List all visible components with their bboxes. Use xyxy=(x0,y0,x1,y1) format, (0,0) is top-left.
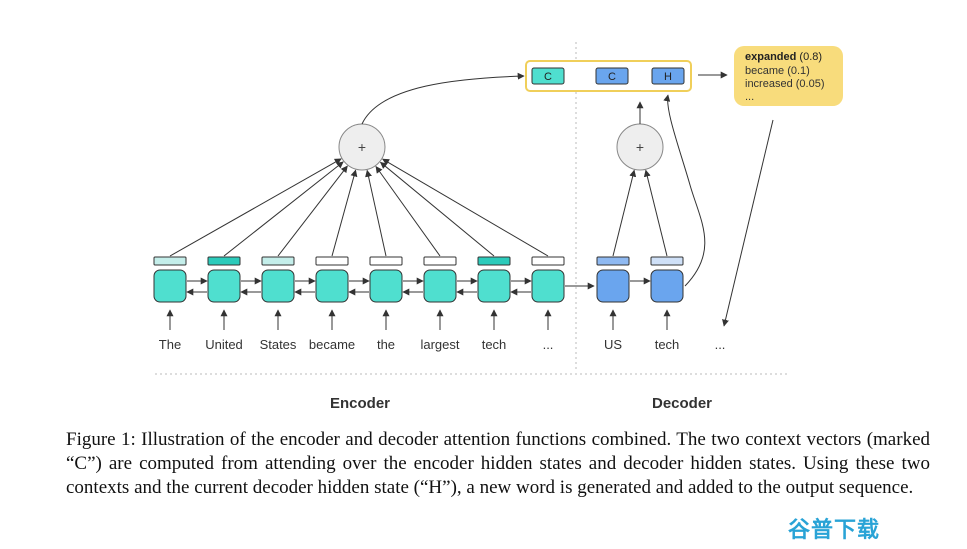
encoder-attention-arrow-2 xyxy=(223,161,344,257)
decoder-attention-arrow-2 xyxy=(643,169,668,257)
encoder-hidden-cell-8 xyxy=(531,269,565,303)
encoder-attention-arrow-3 xyxy=(277,165,348,257)
encoder-token-7: tech xyxy=(482,337,507,352)
encoder-attention-weight-8 xyxy=(531,256,565,266)
encoder-hidden-cell-6 xyxy=(423,269,457,303)
encoder-hidden-cell-3 xyxy=(261,269,295,303)
output-vector-label-2: C xyxy=(608,71,616,83)
decoder-token-3: ... xyxy=(715,337,726,352)
encoder-hidden-cell-2 xyxy=(207,269,241,303)
decoder-attention-weight-1 xyxy=(596,256,630,266)
encoder-attention-arrow-7 xyxy=(379,161,495,257)
decoder-hidden-cell-1 xyxy=(596,269,630,303)
encoder-context-arrow xyxy=(361,72,525,125)
encoder-attention-weight-3 xyxy=(261,256,295,266)
encoder-attention-weight-6 xyxy=(423,256,457,266)
prediction-top-prob: (0.8) xyxy=(796,51,822,63)
encoder-hidden-cell-4 xyxy=(315,269,349,303)
encoder-hidden-cell-5 xyxy=(369,269,403,303)
prediction-item-2: increased (0.05) xyxy=(745,78,825,90)
encoder-combine-symbol: + xyxy=(358,139,366,155)
prediction-item-1: became (0.1) xyxy=(745,65,810,77)
output-vector-label-3: H xyxy=(664,71,672,83)
decoder-token-2: tech xyxy=(655,337,680,352)
prediction-box xyxy=(734,46,843,106)
encoder-attention-weight-1 xyxy=(153,256,187,266)
encoder-token-2: United xyxy=(205,337,243,352)
encoder-hidden-cell-7 xyxy=(477,269,511,303)
encoder-token-1: The xyxy=(159,337,181,352)
decoder-hidden-cell-2 xyxy=(650,269,684,303)
encoder-attention-arrow-1 xyxy=(169,158,342,257)
encoder-attention-arrow-8 xyxy=(382,158,549,257)
decoder-label: Decoder xyxy=(652,395,712,412)
output-vector-3 xyxy=(651,67,685,85)
encoder-token-5: the xyxy=(377,337,395,352)
hidden-state-arrow xyxy=(663,94,706,287)
decoder-attention-arrow-1 xyxy=(612,169,637,257)
encoder-label: Encoder xyxy=(330,395,390,412)
watermark-logo: 谷普下载 xyxy=(788,518,881,543)
encoder-attention-weight-7 xyxy=(477,256,511,266)
prediction-top: expanded (0.8) xyxy=(745,51,822,63)
encoder-attention-weight-5 xyxy=(369,256,403,266)
encoder-attention-weight-2 xyxy=(207,256,241,266)
encoder-token-6: largest xyxy=(420,337,459,352)
prediction-top-word: expanded xyxy=(745,51,796,63)
attention-diagram: C C H expanded (0.8) became (0.1)increased… xyxy=(153,42,843,412)
decoder-attention-weight-2 xyxy=(650,256,684,266)
decoder-combine-symbol: + xyxy=(636,139,644,155)
output-vector-1 xyxy=(531,67,565,85)
output-vector-2 xyxy=(595,67,629,85)
decoder-token-1: US xyxy=(604,337,622,352)
encoder-token-4: became xyxy=(309,337,355,352)
output-vector-label-1: C xyxy=(544,71,552,83)
prediction-feedback-arrow xyxy=(722,119,774,327)
encoder-token-8: ... xyxy=(543,337,554,352)
encoder-hidden-cell-1 xyxy=(153,269,187,303)
encoder-attention-arrow-4 xyxy=(331,169,358,257)
encoder-attention-arrow-6 xyxy=(375,165,441,257)
encoder-attention-weight-4 xyxy=(315,256,349,266)
prediction-item-3: ... xyxy=(745,91,754,103)
figure-caption: Figure 1: Illustration of the encoder an… xyxy=(66,429,930,498)
encoder-token-3: States xyxy=(260,337,297,352)
encoder-attention-arrow-5 xyxy=(365,169,387,257)
